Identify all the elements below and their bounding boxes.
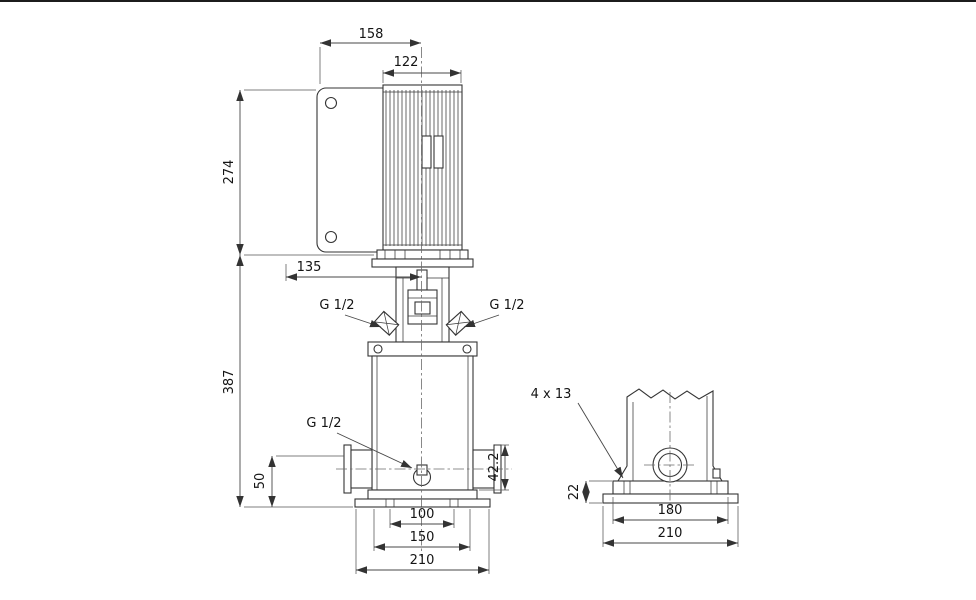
dim-g12-right: G 1/2 — [463, 298, 525, 328]
motor — [382, 84, 463, 251]
dim-label-50: 50 — [253, 473, 268, 490]
dim-label-180: 180 — [658, 503, 683, 518]
motor-shaft — [416, 269, 428, 291]
dim-4x13: 4 x 13 — [531, 387, 624, 479]
motor-flange — [371, 249, 474, 268]
dim-label-387: 387 — [222, 370, 237, 395]
dim-210-side: 210 — [602, 506, 739, 547]
dim-150: 150 — [373, 509, 471, 551]
dim-label-4x13: 4 x 13 — [531, 387, 572, 402]
front-centerlines — [336, 47, 512, 557]
dim-label-122: 122 — [394, 55, 419, 70]
motor-detail-right — [433, 135, 444, 169]
drain-plug — [412, 464, 432, 487]
dim-label-210-front: 210 — [410, 553, 435, 568]
side-tab — [712, 468, 721, 479]
dim-label-100: 100 — [410, 507, 435, 522]
dim-label-g12-left: G 1/2 — [319, 298, 354, 313]
dim-label-42-2: 42.2 — [487, 453, 502, 482]
dim-label-274: 274 — [222, 160, 237, 185]
dim-50: 50 — [253, 455, 344, 507]
front-view: 158 122 274 135 387 — [222, 27, 525, 574]
top-border — [0, 0, 976, 2]
terminal-box-screw-bottom — [324, 230, 338, 244]
dim-210-front: 210 — [355, 509, 490, 574]
dim-label-g12-right: G 1/2 — [489, 298, 524, 313]
dim-100: 100 — [389, 507, 455, 528]
dim-g12-left: G 1/2 — [319, 298, 382, 328]
side-view: 4 x 13 22 180 210 — [531, 387, 739, 547]
terminal-box-screw-top — [324, 96, 338, 110]
vent-port-left — [373, 310, 400, 336]
dim-158: 158 — [319, 27, 421, 84]
dim-122: 122 — [382, 55, 462, 83]
pump-base — [354, 489, 491, 508]
dim-label-135: 135 — [297, 260, 322, 275]
dim-label-150: 150 — [410, 530, 435, 545]
side-base — [602, 480, 739, 504]
dim-label-22: 22 — [567, 484, 582, 501]
motor-detail-left — [421, 135, 432, 169]
side-centerlines — [644, 392, 697, 512]
flange-bolt-right — [462, 344, 472, 354]
dim-22: 22 — [567, 480, 612, 504]
dim-274: 274 — [222, 89, 374, 256]
vent-port-right — [445, 310, 472, 336]
dim-180: 180 — [612, 497, 729, 524]
dim-label-210-side: 210 — [658, 526, 683, 541]
base-bolt-slots — [623, 481, 718, 494]
dim-label-158: 158 — [359, 27, 384, 42]
coupling-center — [414, 301, 431, 315]
dim-42-2: 42.2 — [479, 444, 509, 491]
dim-label-g12-drain: G 1/2 — [306, 416, 341, 431]
dim-g12-drain: G 1/2 — [306, 416, 413, 469]
dim-135: 135 — [285, 260, 421, 281]
flange-bolt-left — [373, 344, 383, 354]
pump-head-flange — [367, 341, 478, 357]
terminal-box — [316, 87, 392, 253]
dim-387: 387 — [222, 255, 353, 508]
coupling-lantern — [395, 266, 450, 343]
